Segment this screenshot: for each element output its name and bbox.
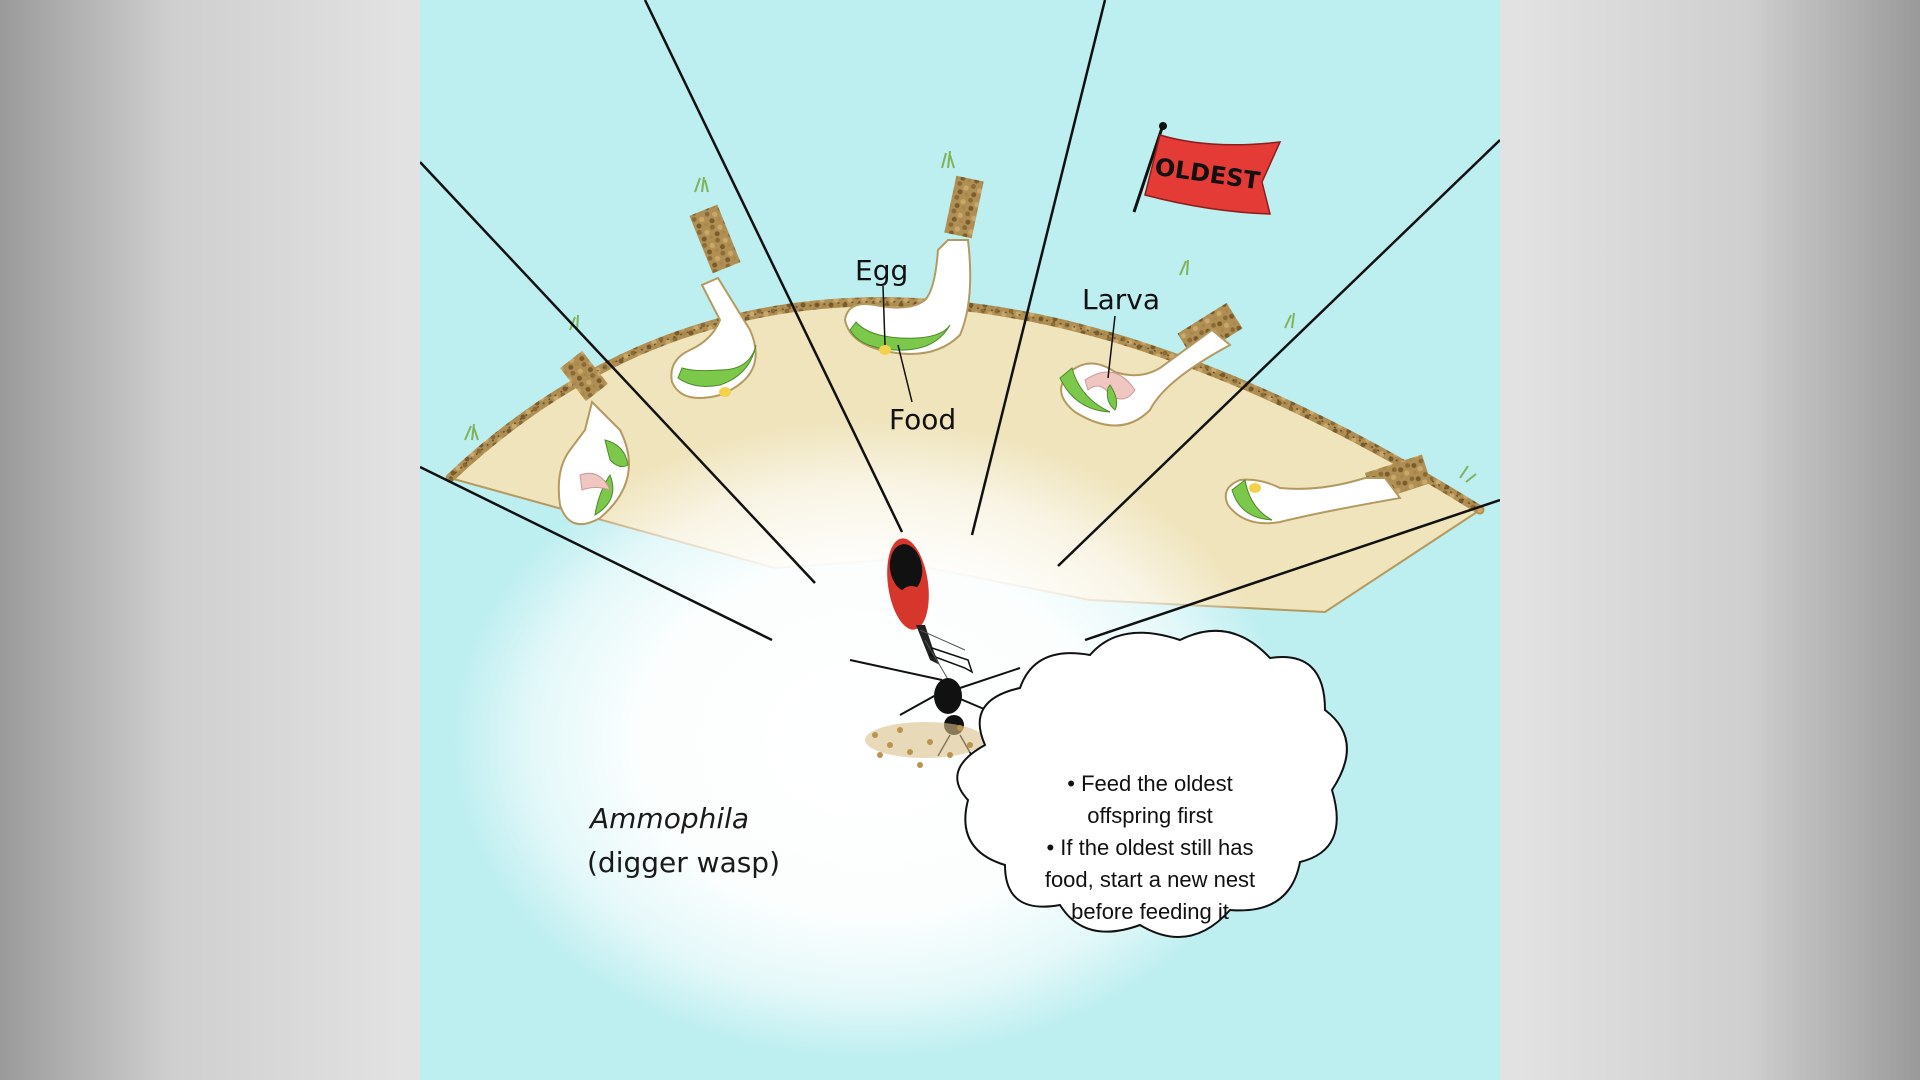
thought-line-5: before feeding it — [1071, 899, 1229, 924]
burrow-2 — [670, 204, 757, 399]
egg-label: Egg — [855, 254, 908, 287]
larva-label: Larva — [1082, 283, 1160, 316]
species-name: Ammophila — [588, 802, 749, 835]
burrow-3 — [843, 175, 984, 403]
thought-line-1: • Feed the oldest — [1067, 771, 1232, 796]
divider-lines — [420, 0, 1500, 642]
burrow-5 — [1224, 454, 1432, 525]
illustration-panel: OLDEST Egg Food Larva Ammophila (digger … — [420, 0, 1500, 1080]
common-name: (digger wasp) — [587, 846, 780, 879]
thought-line-4: food, start a new nest — [1045, 867, 1255, 892]
wasp-nest-diagram: OLDEST Egg Food Larva Ammophila (digger … — [420, 0, 1500, 1080]
thought-line-2: offspring first — [1087, 803, 1213, 828]
burrow-1 — [557, 350, 630, 526]
food-label: Food — [889, 403, 956, 436]
thought-line-3: • If the oldest still has — [1046, 835, 1253, 860]
wasp-icon — [849, 538, 1021, 757]
oldest-flag — [1132, 122, 1282, 215]
burrow-4 — [1059, 302, 1243, 427]
thought-bubble — [956, 629, 1348, 938]
